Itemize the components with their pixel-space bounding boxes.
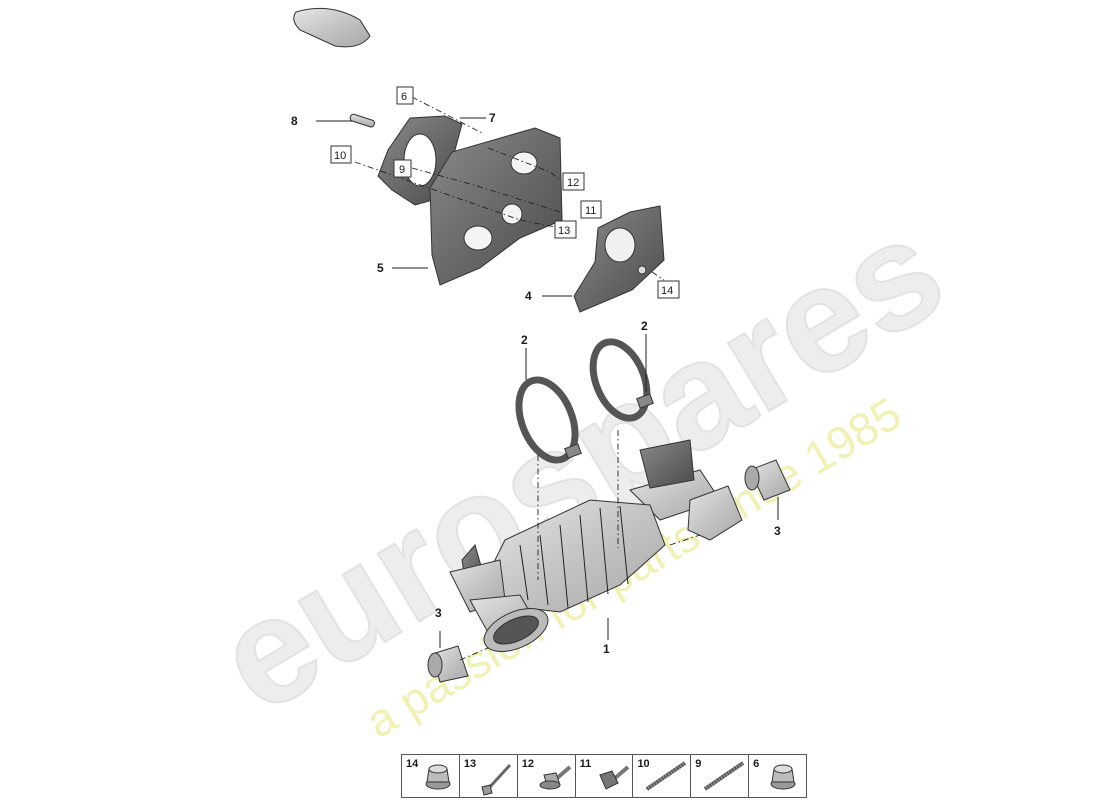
part-2-clamp-right: [589, 338, 654, 422]
boxed-ref-12: 12: [562, 172, 585, 191]
callout-3-left: 3: [435, 606, 442, 620]
svg-text:9: 9: [399, 164, 405, 176]
callout-5: 5: [377, 261, 384, 275]
fastener-legend: 14 13 12 11 10 9: [401, 754, 807, 798]
legend-item-6: 6: [749, 755, 806, 797]
legend-item-11: 11: [576, 755, 634, 797]
boxed-ref-6: 6: [396, 86, 414, 105]
svg-text:6: 6: [401, 91, 407, 103]
threaded-stud-icon: [646, 761, 687, 791]
trim-cap-part: [293, 7, 371, 48]
boxed-ref-11: 11: [580, 200, 602, 219]
legend-item-14: 14: [402, 755, 460, 797]
svg-text:14: 14: [661, 285, 673, 297]
legend-label: 9: [695, 758, 702, 770]
threaded-stud-icon: [704, 761, 745, 791]
callout-2-left: 2: [521, 333, 528, 347]
legend-label: 11: [579, 758, 592, 770]
legend-label: 6: [753, 758, 760, 770]
part-3-sleeve-right: [744, 459, 791, 501]
part-4-bracket: [573, 205, 665, 313]
callout-1: 1: [603, 642, 610, 656]
legend-item-12: 12: [518, 755, 576, 797]
flange-nut-icon: [770, 764, 796, 790]
svg-text:10: 10: [334, 150, 346, 162]
part-3-sleeve-left: [427, 645, 469, 683]
callout-8: 8: [291, 114, 298, 128]
part-8-stud: [349, 113, 376, 128]
svg-text:12: 12: [567, 177, 579, 189]
svg-text:13: 13: [558, 225, 570, 237]
legend-label: 13: [463, 758, 477, 770]
legend-item-9: 9: [691, 755, 750, 797]
part-2-clamp-left: [515, 376, 582, 464]
callout-7: 7: [489, 111, 496, 125]
callout-3-right: 3: [774, 524, 781, 538]
flange-bolt-icon: [539, 765, 572, 790]
callout-2-right: 2: [641, 319, 648, 333]
legend-label: 14: [406, 758, 419, 770]
legend-item-13: 13: [460, 755, 518, 797]
boxed-ref-9: 9: [393, 159, 412, 178]
boxed-ref-13: 13: [554, 220, 577, 239]
legend-label: 12: [521, 758, 534, 770]
leader-lines: [316, 117, 779, 648]
legend-label: 10: [637, 758, 650, 770]
long-bolt-icon: [481, 763, 511, 796]
legend-item-10: 10: [633, 755, 692, 797]
hex-bolt-icon: [598, 765, 629, 790]
callout-4: 4: [525, 289, 532, 303]
assembly-lines: [354, 96, 701, 661]
part-1-muffler-assembly: [449, 439, 743, 652]
boxed-ref-10: 10: [330, 145, 352, 164]
boxed-ref-14: 14: [657, 280, 680, 299]
flange-nut-icon: [425, 764, 451, 790]
svg-text:11: 11: [585, 205, 596, 217]
